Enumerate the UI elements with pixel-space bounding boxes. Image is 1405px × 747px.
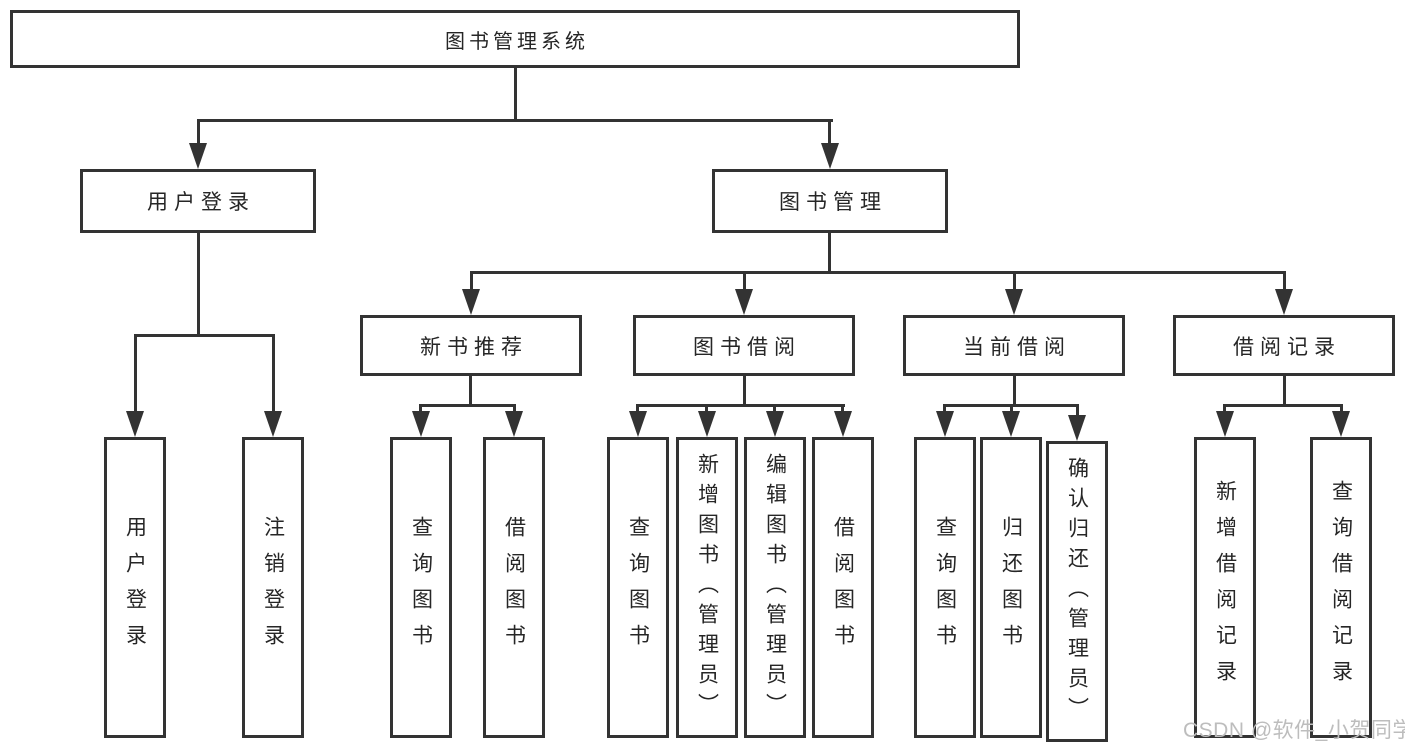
tree-connector [272,337,275,413]
tree-connector [134,334,275,337]
arrow-down-icon [1332,411,1350,437]
leaf-label: 查询图书 [933,515,957,660]
leaf-user-login: 用户登录 [104,437,166,738]
node-label: 新书推荐 [420,335,528,359]
arrow-down-icon [412,411,430,437]
tree-connector [419,404,422,416]
leaf-label: 查询图书 [409,515,433,660]
tree-connector [197,119,833,122]
tree-connector [828,122,831,150]
node-library-management-system: 图书管理系统 [10,10,1020,68]
arrow-down-icon [766,411,784,437]
leaf-label: 新增借阅记录 [1213,479,1237,696]
node-label: 当前借阅 [963,335,1071,359]
leaf-label: 归还图书 [999,515,1023,660]
node-book-management: 图书管理 [712,169,948,233]
leaf-label: 新增图书（管理员） [695,452,719,723]
tree-connector [1283,376,1286,407]
arrow-down-icon [505,411,523,437]
leaf-label: 借阅图书 [831,515,855,660]
tree-connector [1223,404,1226,416]
tree-connector [841,404,844,416]
tree-connector [743,274,746,290]
tree-connector [1076,404,1079,418]
tree-connector [513,404,516,416]
tree-connector [636,404,639,416]
leaf-label: 借阅图书 [502,515,526,660]
tree-connector [1223,404,1343,407]
arrow-down-icon [1275,289,1293,315]
tree-connector [419,404,516,407]
node-new-book-recommend: 新书推荐 [360,315,582,376]
tree-connector [828,233,831,274]
arrow-down-icon [126,411,144,437]
tree-connector [773,404,776,416]
node-book-borrowing: 图书借阅 [633,315,855,376]
leaf-label: 用户登录 [123,515,147,660]
tree-connector [197,122,200,150]
tree-connector [943,404,946,416]
tree-connector [470,271,1286,274]
leaf-add-borrow-record: 新增借阅记录 [1194,437,1256,738]
arrow-down-icon [629,411,647,437]
node-borrowing-records: 借阅记录 [1173,315,1395,376]
arrow-down-icon [264,411,282,437]
tree-connector [514,68,517,121]
leaf-query-books-recommend: 查询图书 [390,437,452,738]
leaf-borrow-books-recommend: 借阅图书 [483,437,545,738]
csdn-watermark: CSDN @软件_小贺同学 [1183,719,1405,742]
node-label: 图书管理 [779,191,887,214]
arrow-down-icon [936,411,954,437]
tree-connector [1340,404,1343,416]
arrow-down-icon [1002,411,1020,437]
arrow-down-icon [698,411,716,437]
arrow-down-icon [834,411,852,437]
node-label: 借阅记录 [1233,335,1341,359]
leaf-return-books: 归还图书 [980,437,1042,738]
arrow-down-icon [1068,415,1086,441]
tree-connector [1010,404,1013,416]
arrow-down-icon [462,289,480,315]
leaf-query-books-borrow: 查询图书 [607,437,669,738]
leaf-edit-books-admin: 编辑图书（管理员） [744,437,806,738]
arrow-down-icon [735,289,753,315]
arrow-down-icon [1216,411,1234,437]
arrow-down-icon [821,143,839,169]
leaf-label: 注销登录 [261,515,285,660]
node-user-login: 用户登录 [80,169,316,233]
tree-connector [469,376,472,407]
leaf-add-books-admin: 新增图书（管理员） [676,437,738,738]
leaf-label: 确认归还（管理员） [1065,456,1089,727]
tree-connector [1013,274,1016,290]
node-label: 图书借阅 [693,335,801,359]
tree-connector [705,404,708,416]
leaf-label: 编辑图书（管理员） [763,452,787,723]
leaf-borrow-books: 借阅图书 [812,437,874,738]
node-label: 用户登录 [147,191,255,214]
arrow-down-icon [1005,289,1023,315]
node-label: 图书管理系统 [445,30,589,53]
tree-connector [1283,274,1286,290]
leaf-label: 查询借阅记录 [1329,479,1353,696]
leaf-logout: 注销登录 [242,437,304,738]
tree-connector [470,274,473,290]
tree-connector [134,337,137,413]
tree-connector [197,233,200,337]
tree-connector [1013,376,1016,407]
arrow-down-icon [189,143,207,169]
node-current-borrowing: 当前借阅 [903,315,1125,376]
leaf-confirm-return-admin: 确认归还（管理员） [1046,441,1108,742]
leaf-query-books-current: 查询图书 [914,437,976,738]
tree-connector [743,376,746,407]
leaf-label: 查询图书 [626,515,650,660]
leaf-query-borrow-record: 查询借阅记录 [1310,437,1372,738]
tree-connector [636,404,845,407]
